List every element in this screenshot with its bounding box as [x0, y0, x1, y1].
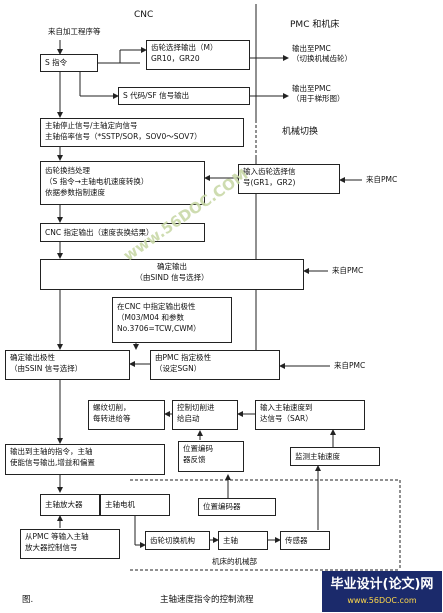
- confirm-output-box: 确定输出 （由SIND 信号选择）: [40, 259, 304, 290]
- s-code-box: S 代码/SF 信号输出: [118, 87, 250, 105]
- spindle-amplifier-box: 主轴放大器: [40, 494, 100, 516]
- output-command-line-1: 输出到主轴的指令，主轴: [10, 447, 93, 456]
- speed-reach-box: 输入主轴速度到 达信号（SAR）: [255, 400, 365, 430]
- position-feedback-box: 位置编码 器反馈: [178, 441, 244, 472]
- position-feedback-line-2: 器反馈: [183, 455, 206, 464]
- gear-select-box: 齿轮选择输出（M） GR10，GR20: [146, 40, 250, 70]
- sensor-text: 传感器: [285, 536, 308, 545]
- input-gear-line-1: 输入齿轮选择信: [243, 167, 296, 176]
- to-pmc-2-line-2: （用于梯形图）: [292, 94, 345, 103]
- label-from-program: 来自加工程序等: [48, 27, 101, 36]
- gear-change-box: 齿轮换挡处理 （S 指令→主轴电机速度转换） 依据参数指制速度: [40, 161, 205, 205]
- spindle-stop-line-2: 主轴倍率信号（*SSTP/SOR，SOV0～SOV7）: [45, 132, 202, 141]
- position-feedback-line-1: 位置编码: [183, 444, 213, 453]
- to-pmc-1-line-1: 输出至PMC: [292, 44, 331, 53]
- pmc-polarity-line-1: 由PMC 指定极性: [155, 353, 212, 362]
- gear-change-line-3: 依据参数指制速度: [45, 188, 105, 197]
- spindle-box: 主轴: [218, 531, 268, 550]
- cnc-polarity-line-3: No.3706=TCW,CWM）: [117, 324, 201, 333]
- pmc-polarity-box: 由PMC 指定极性 （设定SGN）: [150, 350, 280, 380]
- gear-mechanism-text: 齿轮切换机构: [150, 536, 195, 545]
- figure-prefix: 图.: [22, 595, 34, 605]
- spindle-amplifier-text: 主轴放大器: [45, 500, 83, 509]
- spindle-stop-box: 主轴停止信号/主轴定向信号 主轴倍率信号（*SSTP/SOR，SOV0～SOV7…: [40, 118, 244, 147]
- spindle-text: 主轴: [223, 536, 238, 545]
- monitor-speed-text: 监测主轴速度: [295, 452, 340, 461]
- encoder-box: 位置编码器: [198, 498, 276, 516]
- to-pmc-2-line-1: 输出至PMC: [292, 84, 331, 93]
- spindle-stop-line-1: 主轴停止信号/主轴定向信号: [45, 121, 138, 130]
- gear-select-line-1: 齿轮选择输出（M）: [151, 43, 218, 52]
- region-pmc-machine: PMC 和机床: [290, 20, 340, 30]
- s-command-box: S 指令: [40, 54, 98, 72]
- cnc-polarity-line-1: 在CNC 中指定输出极性: [117, 302, 196, 311]
- thread-cut-line-1: 螺纹切削，: [93, 403, 131, 412]
- confirm-polarity-box: 确定输出极性 （由SSIN 信号选择）: [5, 350, 130, 380]
- brand-badge: 毕业设计(论文)网 www.56DOC.com: [322, 571, 442, 612]
- speed-reach-line-1: 输入主轴速度到: [260, 403, 313, 412]
- confirm-output-line-1: 确定输出: [157, 262, 187, 271]
- gear-change-line-2: （S 指令→主轴电机速度转换）: [45, 177, 149, 186]
- amp-control-box: 从PMC 等输入主轴 放大器控制信号: [20, 529, 120, 559]
- thread-cut-box: 螺纹切削， 每转进给等: [88, 400, 165, 430]
- brand-name: 毕业设计(论文)网: [330, 577, 434, 592]
- control-start-line-2: 给启动: [177, 414, 200, 423]
- sensor-box: 传感器: [280, 531, 330, 550]
- s-code-text: S 代码/SF 信号输出: [123, 91, 190, 100]
- gear-change-line-1: 齿轮换挡处理: [45, 166, 90, 175]
- gear-mechanism-box: 齿轮切换机构: [145, 531, 210, 550]
- confirm-polarity-line-2: （由SSIN 信号选择）: [10, 364, 83, 373]
- amp-control-line-2: 放大器控制信号: [25, 543, 78, 552]
- output-command-box: 输出到主轴的指令，主轴 使能信号输出,增益和偏置: [5, 444, 165, 475]
- cnc-output-box: CNC 指定输出（速度丧换结果）: [40, 223, 205, 242]
- encoder-text: 位置编码器: [203, 502, 241, 511]
- cnc-output-text: CNC 指定输出（速度丧换结果）: [45, 228, 154, 237]
- region-machine-mech: 机床的机械部: [212, 557, 257, 566]
- figure-caption: 主轴速度指令的控制流程: [160, 595, 254, 605]
- speed-reach-line-2: 达信号（SAR）: [260, 414, 313, 423]
- monitor-speed-box: 监测主轴速度: [290, 447, 380, 466]
- thread-cut-line-2: 每转进给等: [93, 414, 131, 423]
- control-start-box: 控制切削进 给启动: [172, 400, 238, 430]
- confirm-polarity-line-1: 确定输出极性: [10, 353, 55, 362]
- to-pmc-1-line-2: （切换机械齿轮）: [292, 54, 352, 63]
- input-gear-line-2: 号(GR1，GR2): [243, 178, 296, 187]
- region-machine-switch: 机械切换: [282, 127, 319, 137]
- amp-control-line-1: 从PMC 等输入主轴: [25, 532, 89, 541]
- cnc-polarity-box: 在CNC 中指定输出极性 （M03/M04 和参数 No.3706=TCW,CW…: [112, 297, 232, 343]
- confirm-output-line-2: （由SIND 信号选择）: [135, 273, 209, 282]
- region-cnc: CNC: [134, 10, 154, 20]
- cnc-polarity-line-2: （M03/M04 和参数: [117, 313, 184, 322]
- gear-select-line-2: GR10，GR20: [151, 54, 200, 63]
- from-pmc-2: 来自PMC: [332, 266, 364, 275]
- pmc-polarity-line-2: （设定SGN）: [155, 364, 202, 373]
- spindle-motor-box: 主轴电机: [100, 494, 170, 516]
- s-command-text: S 指令: [45, 58, 68, 67]
- from-pmc-1: 来自PMC: [366, 175, 398, 184]
- control-start-line-1: 控制切削进: [177, 403, 215, 412]
- input-gear-box: 输入齿轮选择信 号(GR1，GR2): [238, 164, 340, 194]
- brand-url: www.56DOC.com: [347, 596, 417, 605]
- from-pmc-3: 来自PMC: [334, 361, 366, 370]
- spindle-motor-text: 主轴电机: [105, 500, 135, 509]
- output-command-line-2: 使能信号输出,增益和偏置: [10, 458, 95, 467]
